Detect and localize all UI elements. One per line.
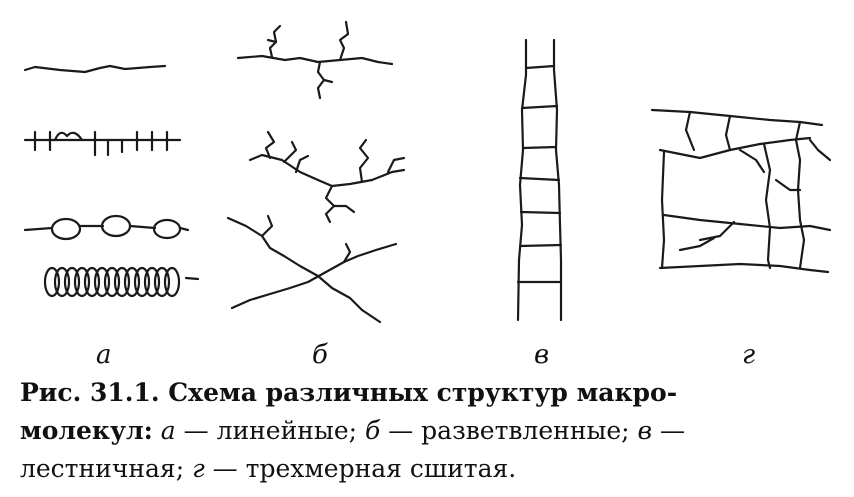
caption-text-d: — трехмерная сшитая.	[204, 454, 517, 483]
linear-chain-coil	[43, 266, 200, 298]
caption-title: Рис. 31.1. Схема различных структур макр…	[20, 378, 678, 407]
panel-b-branched	[226, 20, 406, 324]
panel-label-a: а	[96, 340, 112, 370]
panel-c-ladder	[516, 38, 563, 322]
panel-label-b: б	[312, 340, 328, 370]
linear-chain-with-rings	[23, 214, 190, 241]
panel-label-d: г	[742, 340, 756, 370]
linear-chain-plain	[23, 64, 167, 74]
macromolecule-structures-figure	[23, 20, 832, 324]
caption-letter-b: б	[365, 416, 381, 445]
caption-title-cont: молекул:	[20, 416, 153, 445]
panel-label-c: в	[534, 340, 550, 370]
caption-letter-a: а	[160, 416, 176, 445]
branched-chain-2	[248, 130, 406, 224]
linear-chain-with-side-groups	[23, 130, 182, 157]
caption-text-a: — линейные;	[175, 416, 365, 445]
caption-text-b: — разветвленные;	[380, 416, 638, 445]
panel-a-linear	[23, 64, 200, 298]
branched-chain-1	[236, 20, 394, 100]
caption-letter-c: в	[637, 416, 653, 445]
caption-text-c: —	[652, 416, 686, 445]
caption-letter-d: г	[192, 454, 205, 483]
crossed-chains	[226, 214, 398, 324]
figure-caption: Рис. 31.1. Схема различных структур макр…	[20, 374, 840, 488]
caption-text-c-cont: лестничная;	[20, 454, 193, 483]
panel-d-crosslinked	[650, 108, 832, 274]
